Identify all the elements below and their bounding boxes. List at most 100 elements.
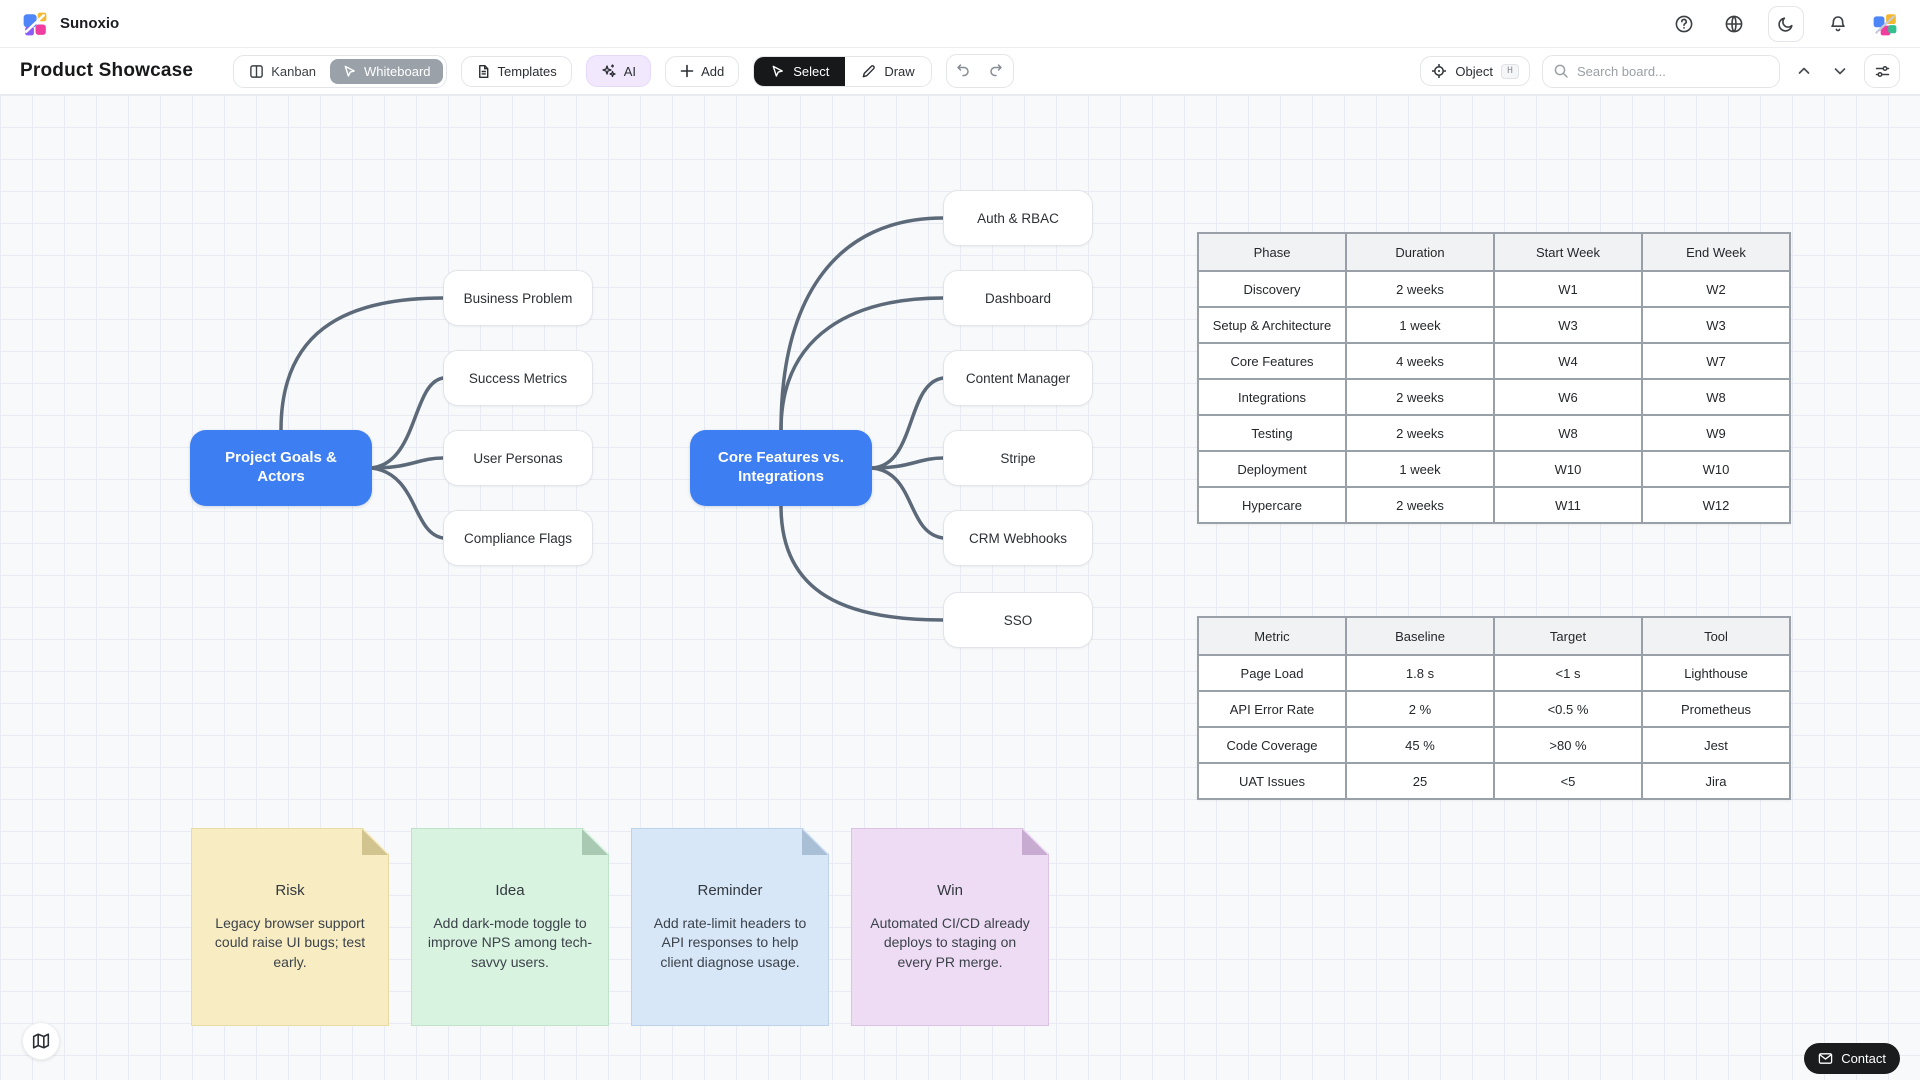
board-title[interactable]: Product Showcase <box>20 60 194 81</box>
tab-kanban[interactable]: Kanban <box>237 59 328 84</box>
help-icon[interactable] <box>1668 8 1700 40</box>
table-cell: Setup & Architecture <box>1197 306 1347 344</box>
whiteboard-canvas[interactable]: Project Goals & Actors Business Problem … <box>0 95 1920 1080</box>
app-logo-icon[interactable] <box>22 11 48 37</box>
mindmap-child-node[interactable]: Compliance Flags <box>443 510 593 566</box>
search-input[interactable] <box>1577 63 1757 79</box>
notifications-bell-icon[interactable] <box>1822 8 1854 40</box>
tab-whiteboard-label: Whiteboard <box>364 63 431 79</box>
table-cell: >80 % <box>1493 726 1643 764</box>
note-fold-corner <box>362 829 388 855</box>
undo-icon <box>957 64 969 77</box>
connector-line <box>870 456 945 470</box>
table-row: Page Load 1.8 s <1 s Lighthouse <box>1197 654 1791 692</box>
select-draw-group: Select Draw <box>753 55 932 87</box>
note-fold-corner <box>582 829 608 855</box>
appbar-actions <box>1668 5 1898 42</box>
column-header: Tool <box>1641 616 1791 656</box>
table-cell: Lighthouse <box>1641 654 1791 692</box>
contact-button[interactable]: Contact <box>1804 1043 1900 1074</box>
board-settings-button[interactable] <box>1864 54 1900 88</box>
tab-kanban-label: Kanban <box>271 63 317 79</box>
globe-icon[interactable] <box>1718 8 1750 40</box>
table-cell: W4 <box>1493 342 1643 380</box>
table-row: API Error Rate 2 % <0.5 % Prometheus <box>1197 690 1791 728</box>
mindmap-root-node[interactable]: Project Goals & Actors <box>190 430 372 506</box>
templates-button[interactable]: Templates <box>460 55 572 87</box>
mindmap-child-node[interactable]: CRM Webhooks <box>943 510 1093 566</box>
phases-table[interactable]: Phase Duration Start Week End Week Disco… <box>1197 232 1791 524</box>
table-cell: 2 weeks <box>1345 270 1495 308</box>
add-button[interactable]: Add <box>665 55 740 87</box>
table-cell: 2 weeks <box>1345 486 1495 524</box>
mindmap-child-node[interactable]: Success Metrics <box>443 350 593 406</box>
table-cell: 25 <box>1345 762 1495 800</box>
sticky-note-reminder[interactable]: Reminder Add rate-limit headers to API r… <box>631 828 829 1026</box>
column-header: Duration <box>1345 232 1495 272</box>
table-cell: <0.5 % <box>1493 690 1643 728</box>
mindmap-child-node[interactable]: SSO <box>943 592 1093 648</box>
chevron-down-icon[interactable] <box>1828 59 1852 83</box>
metrics-table[interactable]: Metric Baseline Target Tool Page Load 1.… <box>1197 616 1791 800</box>
mindmap-child-node[interactable]: Content Manager <box>943 350 1093 406</box>
table-row: Discovery 2 weeks W1 W2 <box>1197 270 1791 308</box>
connector-line <box>870 376 945 470</box>
select-tool-button[interactable]: Select <box>754 56 846 86</box>
sticky-note-idea[interactable]: Idea Add dark-mode toggle to improve NPS… <box>411 828 609 1026</box>
user-avatar[interactable] <box>1872 11 1898 37</box>
note-fold-corner <box>802 829 828 855</box>
connector-line <box>370 466 445 540</box>
table-cell: W8 <box>1641 378 1791 416</box>
connector-line <box>779 216 945 432</box>
select-label: Select <box>793 63 830 79</box>
table-cell: W10 <box>1493 450 1643 488</box>
table-cell: 45 % <box>1345 726 1495 764</box>
mindmap-child-node[interactable]: Auth & RBAC <box>943 190 1093 246</box>
mindmap-child-label: Success Metrics <box>468 370 568 386</box>
chevron-up-icon[interactable] <box>1792 59 1816 83</box>
undo-button[interactable] <box>947 55 980 87</box>
templates-label: Templates <box>497 63 557 79</box>
note-title: Reminder <box>697 882 763 900</box>
table-cell: W10 <box>1641 450 1791 488</box>
mindmap-child-node[interactable]: User Personas <box>443 430 593 486</box>
mindmap-child-label: Compliance Flags <box>463 530 573 546</box>
table-cell: W12 <box>1641 486 1791 524</box>
table-header-row: Phase Duration Start Week End Week <box>1197 232 1791 272</box>
note-title: Risk <box>275 882 305 900</box>
table-cell: Prometheus <box>1641 690 1791 728</box>
column-header: Start Week <box>1493 232 1643 272</box>
ai-button[interactable]: AI <box>585 55 652 87</box>
note-title: Win <box>937 882 963 900</box>
mindmap-child-label: Stripe <box>1000 450 1036 466</box>
table-row: Hypercare 2 weeks W11 W12 <box>1197 486 1791 524</box>
table-cell: W6 <box>1493 378 1643 416</box>
sticky-note-win[interactable]: Win Automated CI/CD already deploys to s… <box>851 828 1049 1026</box>
mindmap-child-node[interactable]: Business Problem <box>443 270 593 326</box>
mindmap-root-node[interactable]: Core Features vs. Integrations <box>690 430 872 506</box>
table-header-row: Metric Baseline Target Tool <box>1197 616 1791 656</box>
redo-icon <box>990 64 1002 77</box>
mindmap-child-label: SSO <box>1003 612 1033 628</box>
mindmap-child-node[interactable]: Stripe <box>943 430 1093 486</box>
sticky-note-risk[interactable]: Risk Legacy browser support could raise … <box>191 828 389 1026</box>
table-cell: Discovery <box>1197 270 1347 308</box>
object-filter-chip[interactable]: Object H <box>1420 56 1530 86</box>
toolbar-right: Object H <box>1420 54 1900 88</box>
note-fold-corner <box>1022 829 1048 855</box>
mindmap-child-node[interactable]: Dashboard <box>943 270 1093 326</box>
minimap-button[interactable] <box>22 1022 60 1060</box>
table-cell: W2 <box>1641 270 1791 308</box>
tab-whiteboard[interactable]: Whiteboard <box>330 58 443 84</box>
document-icon <box>478 64 488 78</box>
table-cell: 2 weeks <box>1345 378 1495 416</box>
select-cursor-icon <box>772 65 784 77</box>
mindmap-root-label: Project Goals & Actors <box>225 449 337 485</box>
redo-button[interactable] <box>980 55 1013 87</box>
table-row: Deployment 1 week W10 W10 <box>1197 450 1791 488</box>
locate-crosshair-icon <box>1432 64 1447 78</box>
connector-line <box>370 456 445 470</box>
draw-tool-button[interactable]: Draw <box>845 56 931 86</box>
note-body: Add rate-limit headers to API responses … <box>653 915 807 970</box>
theme-toggle-moon-icon[interactable] <box>1768 5 1804 42</box>
